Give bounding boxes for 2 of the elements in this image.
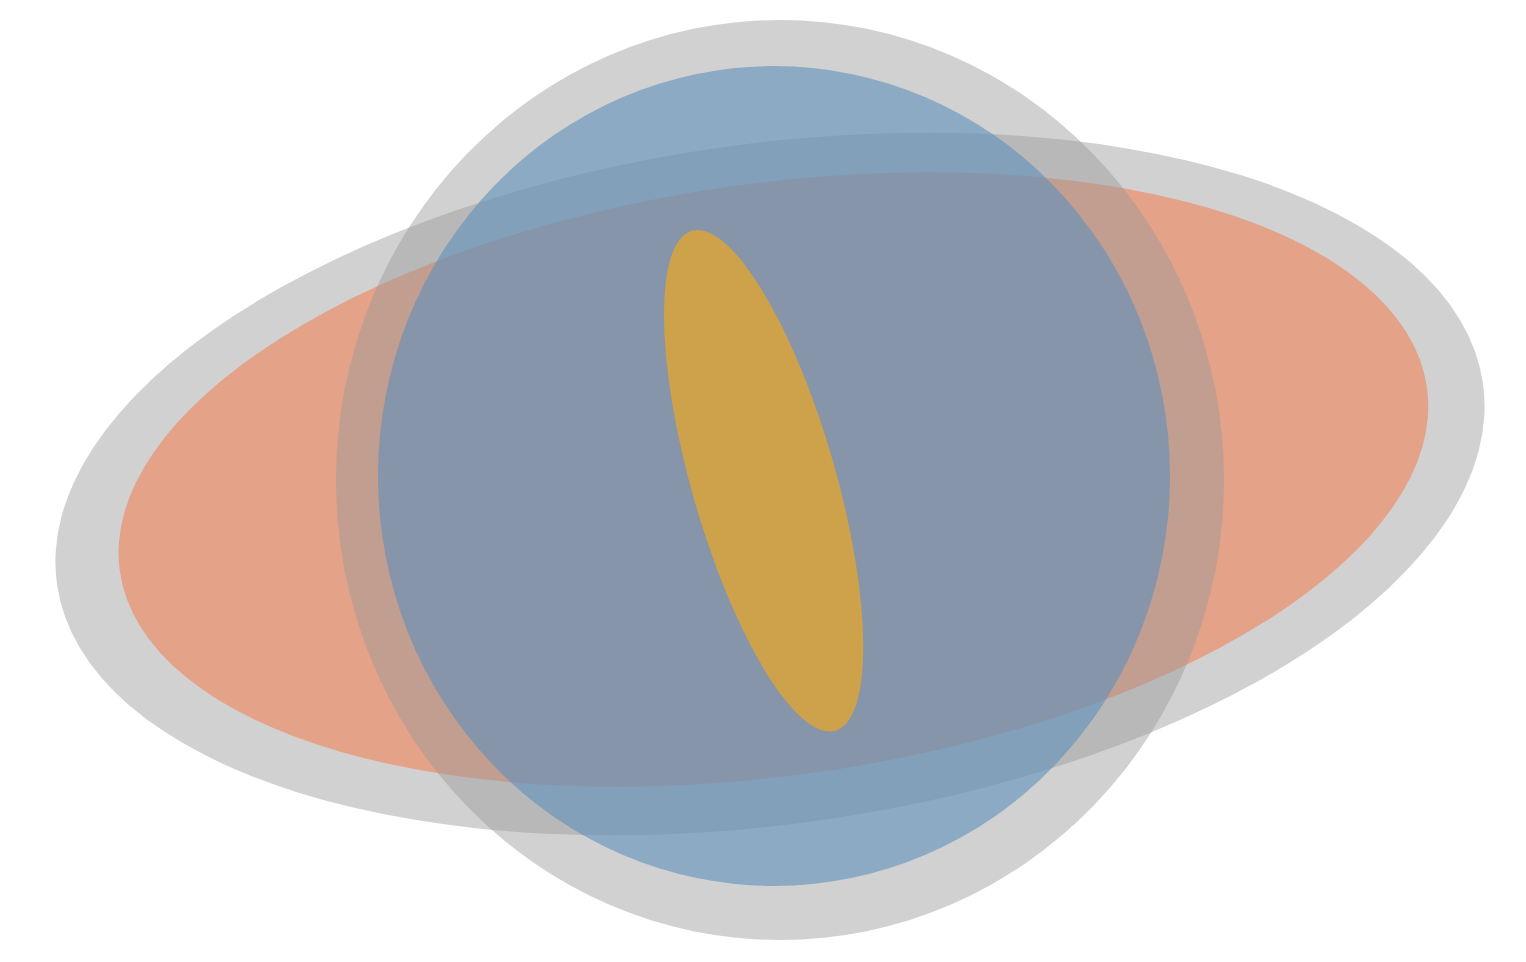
- outer-ellipse: [336, 20, 1224, 940]
- ellipse: [664, 229, 864, 731]
